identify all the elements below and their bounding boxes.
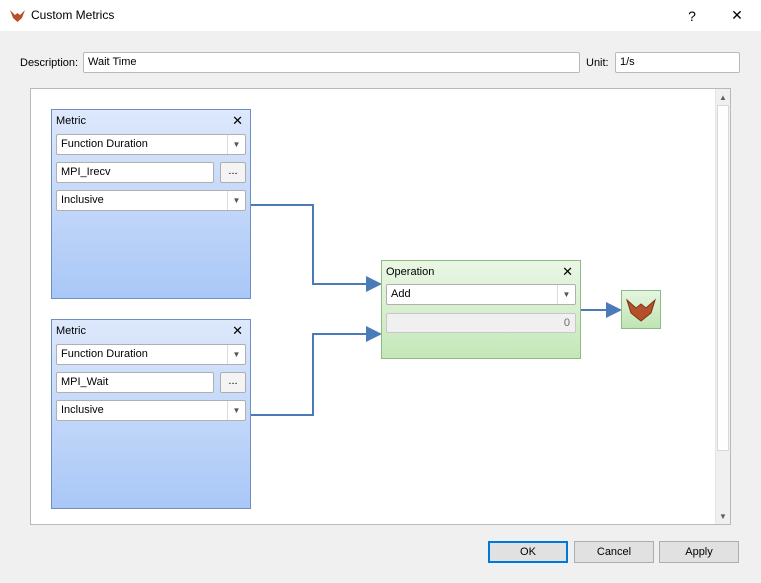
metric-box-1[interactable]: Metric ✕ Function Duration ▼ MPI_Irecv .…: [51, 109, 251, 299]
browse-function-button[interactable]: ...: [220, 162, 246, 183]
scrollbar-thumb[interactable]: [717, 105, 729, 451]
metric-mode-value: Inclusive: [61, 194, 104, 206]
window-title: Custom Metrics: [31, 8, 115, 22]
metric-type-value: Function Duration: [61, 348, 148, 360]
operation-dropdown[interactable]: Add ▼: [386, 284, 576, 305]
cancel-button[interactable]: Cancel: [574, 541, 654, 563]
chevron-down-icon: ▼: [557, 285, 575, 304]
chevron-down-icon: ▼: [227, 135, 245, 154]
close-x-icon[interactable]: ✕: [562, 264, 573, 279]
description-label: Description:: [20, 57, 79, 69]
metric-box-2[interactable]: Metric ✕ Function Duration ▼ MPI_Wait ..…: [51, 319, 251, 509]
wire-metric2-to-operation: [251, 326, 382, 416]
operation-value: Add: [391, 288, 411, 300]
chevron-down-icon: ▼: [227, 401, 245, 420]
wire-metric1-to-operation: [251, 204, 382, 292]
close-x-icon[interactable]: ✕: [232, 323, 243, 338]
scroll-down-icon[interactable]: ▼: [719, 511, 727, 521]
chevron-down-icon: ▼: [227, 345, 245, 364]
metric-type-value: Function Duration: [61, 138, 148, 150]
vertical-scrollbar[interactable]: ▲ ▼: [715, 89, 730, 524]
function-name-input[interactable]: MPI_Irecv: [56, 162, 214, 183]
apply-button[interactable]: Apply: [659, 541, 739, 563]
unit-input[interactable]: 1/s: [615, 52, 740, 73]
metric-title: Metric: [56, 325, 86, 337]
result-node[interactable]: [621, 290, 661, 329]
expression-canvas[interactable]: Metric ✕ Function Duration ▼ MPI_Irecv .…: [30, 88, 731, 525]
ok-button[interactable]: OK: [488, 541, 568, 563]
metric-type-dropdown[interactable]: Function Duration ▼: [56, 344, 246, 365]
unit-label: Unit:: [586, 57, 609, 69]
bird-logo-icon: [625, 297, 657, 322]
chevron-down-icon: ▼: [227, 191, 245, 210]
close-x-icon[interactable]: ✕: [232, 113, 243, 128]
metric-mode-dropdown[interactable]: Inclusive ▼: [56, 190, 246, 211]
metric-mode-dropdown[interactable]: Inclusive ▼: [56, 400, 246, 421]
function-name-input[interactable]: MPI_Wait: [56, 372, 214, 393]
window-close-button[interactable]: ✕: [731, 7, 743, 23]
description-input[interactable]: Wait Time: [83, 52, 580, 73]
metric-type-dropdown[interactable]: Function Duration ▼: [56, 134, 246, 155]
scroll-up-icon[interactable]: ▲: [719, 92, 727, 102]
browse-function-button[interactable]: ...: [220, 372, 246, 393]
metric-mode-value: Inclusive: [61, 404, 104, 416]
metric-title: Metric: [56, 115, 86, 127]
title-bar: Custom Metrics ? ✕: [0, 0, 761, 31]
operation-title: Operation: [386, 266, 435, 278]
operation-constant-field[interactable]: 0: [386, 313, 576, 333]
help-button[interactable]: ?: [688, 7, 696, 24]
operation-box[interactable]: Operation ✕ Add ▼ 0: [381, 260, 581, 359]
app-logo-icon: [10, 10, 25, 22]
